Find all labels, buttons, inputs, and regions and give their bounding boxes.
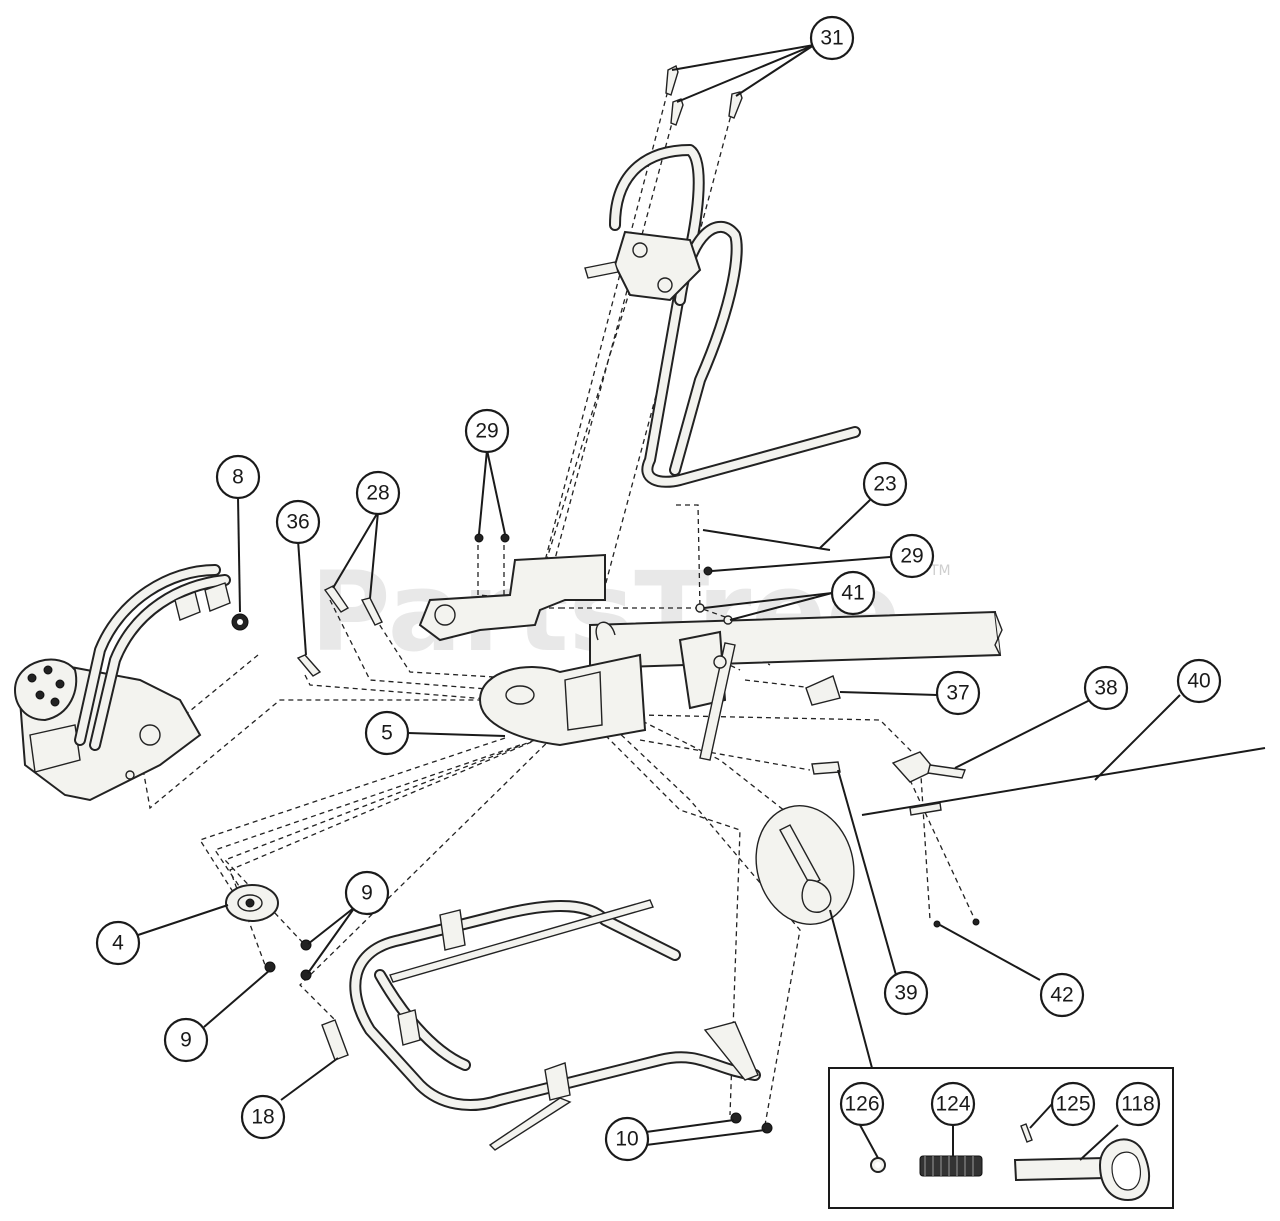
callout-8: 8 <box>215 454 261 500</box>
svg-text:41: 41 <box>841 582 864 605</box>
pin-detail-box <box>828 1067 1174 1209</box>
nut-10-a <box>730 1112 742 1124</box>
nut-9-c <box>264 961 276 973</box>
callout-9-left: 9 <box>163 1017 209 1063</box>
callout-39: 39 <box>883 970 929 1016</box>
label-39 <box>811 761 841 775</box>
svg-text:29: 29 <box>900 545 923 568</box>
callout-125: 125 <box>1050 1081 1096 1127</box>
nut-29-side <box>703 566 713 576</box>
svg-text:125: 125 <box>1055 1093 1090 1116</box>
svg-text:42: 42 <box>1050 984 1073 1007</box>
upper-handle-assembly <box>584 144 861 488</box>
cable-40 <box>861 747 1266 816</box>
svg-text:8: 8 <box>232 466 244 489</box>
pin-36 <box>296 654 322 677</box>
svg-text:9: 9 <box>180 1029 192 1052</box>
svg-text:29: 29 <box>475 420 498 443</box>
svg-text:28: 28 <box>366 482 389 505</box>
svg-text:118: 118 <box>1121 1093 1154 1116</box>
callout-23: 23 <box>862 461 908 507</box>
callout-41: 41 <box>830 570 876 616</box>
svg-text:126: 126 <box>844 1093 879 1116</box>
watermark-trademark: TM <box>929 563 951 579</box>
bolt-18 <box>321 1019 349 1061</box>
callout-124: 124 <box>930 1081 976 1127</box>
lever-38 <box>891 751 937 783</box>
callout-38: 38 <box>1083 665 1129 711</box>
svg-text:18: 18 <box>251 1106 274 1129</box>
cotter-pin-23 <box>702 529 831 551</box>
svg-text:38: 38 <box>1094 677 1117 700</box>
svg-text:23: 23 <box>873 473 896 496</box>
callout-126: 126 <box>839 1081 885 1127</box>
svg-text:124: 124 <box>935 1093 970 1116</box>
callout-42: 42 <box>1039 972 1085 1018</box>
pin-125 <box>1020 1123 1033 1143</box>
svg-text:36: 36 <box>286 511 309 534</box>
callout-5: 5 <box>364 710 410 756</box>
nut-29-right <box>500 533 510 543</box>
decal-37 <box>805 675 841 706</box>
svg-text:37: 37 <box>946 682 969 705</box>
callout-18: 18 <box>240 1094 286 1140</box>
callout-37: 37 <box>935 670 981 716</box>
svg-text:31: 31 <box>820 27 843 50</box>
hydraulic-motor <box>13 564 231 802</box>
nut-9-a <box>300 939 312 951</box>
bearing-4 <box>225 884 279 922</box>
lower-handlebar <box>349 899 761 1151</box>
callout-10: 10 <box>604 1116 650 1162</box>
mounting-bracket <box>418 553 736 761</box>
bolts-28 <box>323 585 383 626</box>
svg-text:40: 40 <box>1187 670 1210 693</box>
hitch-pin-118 <box>1013 1138 1151 1202</box>
svg-text:10: 10 <box>615 1128 638 1151</box>
screw-42-a <box>933 920 941 928</box>
screw-42-b <box>972 918 980 926</box>
svg-text:39: 39 <box>894 982 917 1005</box>
pin-detail-oval <box>755 805 855 925</box>
spring-124 <box>919 1155 983 1177</box>
svg-text:9: 9 <box>361 882 373 905</box>
bolts-31 <box>665 65 743 126</box>
callout-4: 4 <box>95 920 141 966</box>
washer-41-a <box>695 603 705 613</box>
svg-text:5: 5 <box>381 722 393 745</box>
callout-118: 118 <box>1115 1081 1161 1127</box>
leader-lines <box>137 44 1181 1161</box>
svg-text:4: 4 <box>112 932 124 955</box>
callout-29-side: 29 <box>889 533 935 579</box>
nut-29-left <box>474 533 484 543</box>
nut-10-b <box>761 1122 773 1134</box>
callout-40: 40 <box>1176 658 1222 704</box>
callout-9-right: 9 <box>344 870 390 916</box>
callout-29-top: 29 <box>464 408 510 454</box>
callout-36: 36 <box>275 499 321 545</box>
callout-31: 31 <box>809 15 855 61</box>
callout-28: 28 <box>355 470 401 516</box>
